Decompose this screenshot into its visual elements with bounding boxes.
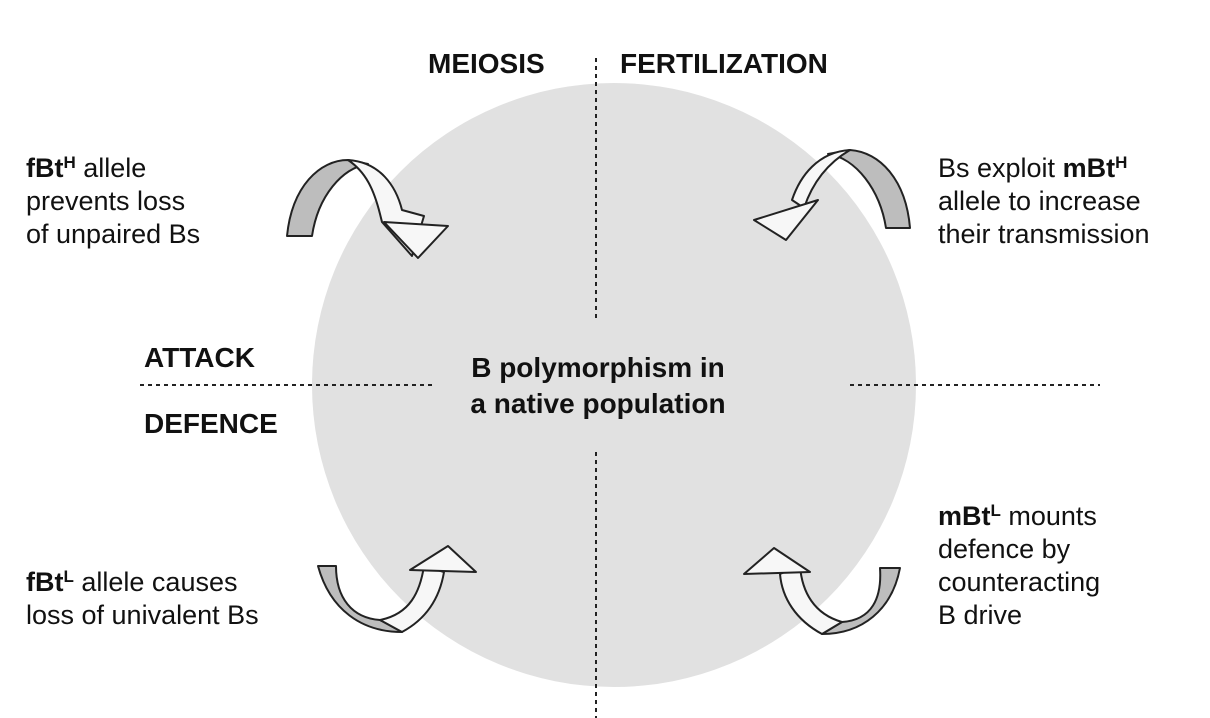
allele-name: mBt xyxy=(938,501,991,531)
curved-arrow-icon xyxy=(317,545,477,633)
note-top-right: Bs exploit mBtH allele to increase their… xyxy=(938,152,1150,251)
allele-name: fBt xyxy=(26,153,64,183)
note-text: allele xyxy=(75,153,147,183)
arrow-band-back xyxy=(827,149,911,229)
note-line: loss of univalent Bs xyxy=(26,600,259,630)
note-line: B drive xyxy=(938,600,1023,630)
note-line: Bs exploit mBtH xyxy=(938,152,1150,185)
curved-arrow-icon xyxy=(753,149,911,241)
note-line: fBtH allele xyxy=(26,152,200,185)
allele-superscript: L xyxy=(990,501,1001,520)
label-fertilization: FERTILIZATION xyxy=(620,48,828,79)
allele-superscript: L xyxy=(63,567,74,586)
center-caption: B polymorphism in a native population xyxy=(410,350,786,422)
note-line: defence by xyxy=(938,534,1071,564)
allele-superscript: H xyxy=(1115,153,1128,172)
label-attack: ATTACK xyxy=(144,342,255,373)
curved-arrow-icon xyxy=(286,159,449,259)
curved-arrow-icon xyxy=(743,547,901,635)
note-line: of unpaired Bs xyxy=(26,219,201,249)
note-line: their transmission xyxy=(938,219,1150,249)
center-caption-line1: B polymorphism in xyxy=(471,352,725,383)
note-line: prevents loss xyxy=(26,186,186,216)
label-meiosis: MEIOSIS xyxy=(428,48,545,79)
center-caption-line2: a native population xyxy=(470,388,726,419)
allele-superscript: H xyxy=(63,153,76,172)
population-circle xyxy=(312,83,916,687)
note-bottom-right: mBtL mounts defence by counteracting B d… xyxy=(938,500,1100,632)
note-line: allele to increase xyxy=(938,186,1141,216)
note-text: allele causes xyxy=(73,567,238,597)
arrow-head xyxy=(409,545,477,573)
label-defence: DEFENCE xyxy=(144,408,278,439)
arrow-head xyxy=(753,199,819,241)
note-line: mBtL mounts xyxy=(938,500,1100,533)
note-text: mounts xyxy=(1000,501,1097,531)
note-text: Bs exploit xyxy=(938,153,1063,183)
arrow-band-front xyxy=(791,149,851,209)
note-line: counteracting xyxy=(938,567,1101,597)
note-top-left: fBtH allele prevents loss of unpaired Bs xyxy=(26,152,200,251)
note-line: fBtL allele causes xyxy=(26,566,259,599)
note-bottom-left: fBtL allele causes loss of univalent Bs xyxy=(26,566,259,632)
arrow-head xyxy=(743,547,811,575)
allele-name: mBt xyxy=(1062,153,1116,183)
arrow-head xyxy=(383,221,449,259)
arrow-band-back xyxy=(286,159,369,237)
allele-name: fBt xyxy=(26,567,64,597)
